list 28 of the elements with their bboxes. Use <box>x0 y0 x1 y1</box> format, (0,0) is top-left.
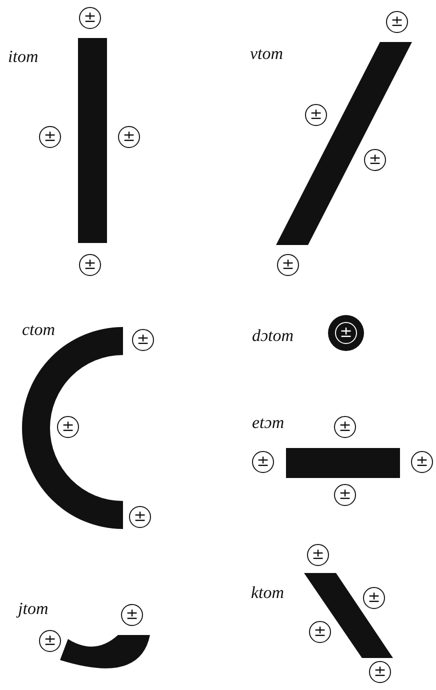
charge-symbol: ± <box>79 7 101 29</box>
charge-symbol: ± <box>277 254 299 276</box>
charge-symbol: ± <box>39 630 61 652</box>
charge-symbol: ± <box>252 451 274 473</box>
charge-symbol: ± <box>364 149 386 171</box>
stroke-name: etɔm <box>252 414 284 431</box>
charge-symbol: ± <box>307 544 329 566</box>
stroke-name: dɔtom <box>252 327 294 344</box>
charge-symbol: ± <box>334 484 356 506</box>
charge-symbol: ± <box>57 416 79 438</box>
charge-symbol: ± <box>386 11 408 33</box>
stroke-name: ctom <box>22 321 56 338</box>
charge-symbol: ± <box>305 104 327 126</box>
charge-symbol: ± <box>363 587 385 609</box>
charge-symbol: ± <box>39 126 61 148</box>
stroke-name: vtom <box>250 45 284 62</box>
charge-symbol: ± <box>132 329 154 351</box>
charge-symbol: ± <box>334 416 356 438</box>
charge-symbol: ± <box>121 604 143 626</box>
charge-symbol: ± <box>79 254 101 276</box>
charge-symbol: ± <box>411 451 433 473</box>
charge-symbol: ± <box>118 126 140 148</box>
stroke-name: itom <box>8 48 38 65</box>
charge-symbol: ± <box>129 506 151 528</box>
charge-symbol: ± <box>309 621 331 643</box>
stroke-name: ktom <box>251 584 284 601</box>
stroke-name: jtom <box>18 600 48 617</box>
charge-symbol: ± <box>369 661 391 683</box>
